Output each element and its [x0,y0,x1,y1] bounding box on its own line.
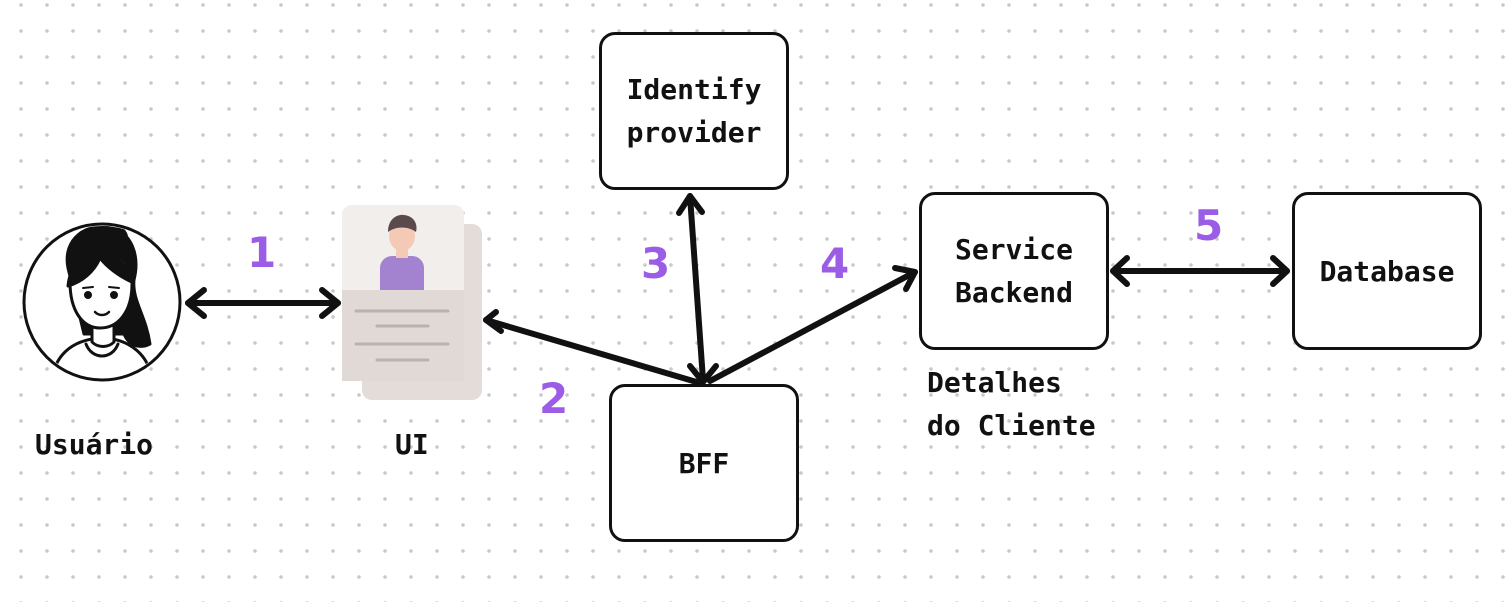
identity-provider-node: Identify provider [599,32,789,190]
step-number-5: 5 [1194,201,1224,250]
arrow-bff-service [707,269,918,384]
step-number-4: 4 [820,239,850,288]
service-backend-node: Service Backend [919,192,1109,350]
arrow-ui-bff [483,317,703,386]
arrowhead [687,363,719,385]
step-number-2: 2 [539,374,569,423]
arrowhead [319,287,341,319]
step-number-1: 1 [247,228,277,277]
ui-label: UI [395,428,429,461]
arrowhead [185,287,207,319]
arrowhead [676,193,705,216]
arrowhead [1110,255,1130,287]
arrowhead [892,265,918,292]
user-label: Usuário [35,428,154,461]
database-node: Database [1292,192,1482,350]
arrow-idp-bff [687,193,706,383]
arrowhead [483,309,504,334]
step-number-3: 3 [641,239,671,288]
bff-node: BFF [609,384,799,542]
service-caption: Detalhes do Cliente [927,366,1096,442]
arrowhead [1270,255,1290,287]
